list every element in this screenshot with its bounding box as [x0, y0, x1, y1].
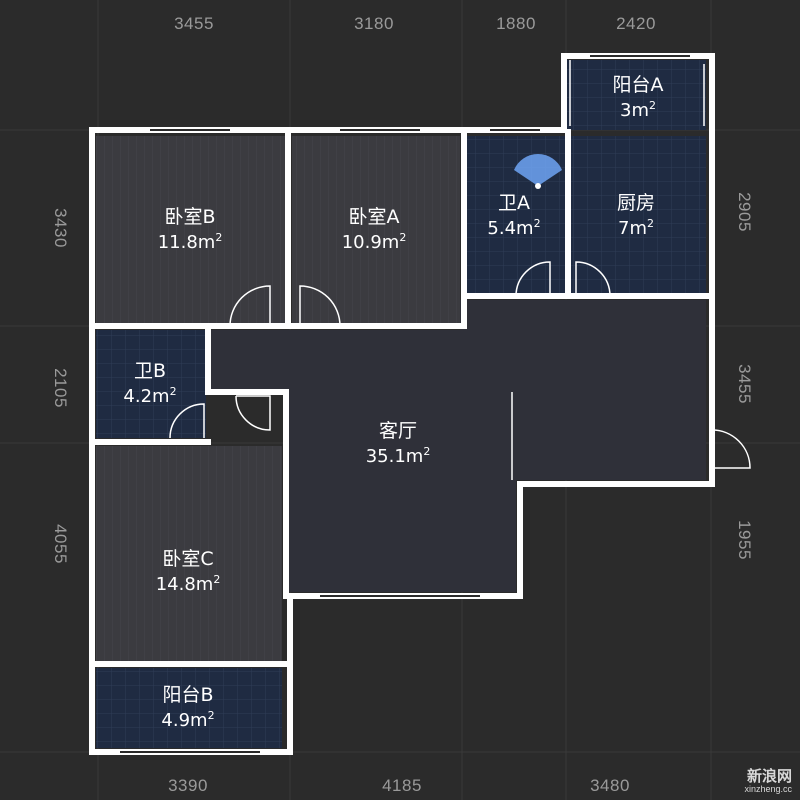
room-name: 卧室C	[162, 548, 214, 571]
area-unit-sup: 2	[207, 708, 215, 722]
room-name: 卧室A	[348, 206, 400, 229]
compass-icon	[514, 154, 562, 189]
door-icon	[575, 261, 611, 297]
room-name: 阳台B	[162, 684, 214, 707]
area-unit-sup: 2	[169, 384, 177, 398]
dim-right-2: 3455	[735, 364, 754, 404]
room-living: 客厅 35.1m2	[366, 419, 431, 469]
room-area: 5.4m	[487, 217, 534, 239]
dim-top-4: 2420	[616, 14, 656, 33]
floor-bedroom-b	[96, 136, 286, 326]
room-bedroom-c: 卧室C 14.8m2	[156, 547, 221, 597]
room-area: 35.1m	[365, 445, 424, 467]
dim-bottom-1: 3390	[168, 776, 208, 795]
floor-bath-b	[96, 330, 206, 438]
room-bath-a: 卫A 5.4m2	[487, 191, 540, 241]
floor-bedroom-a	[292, 136, 460, 326]
floor-balcony-a	[566, 60, 706, 130]
room-area: 11.8m	[157, 231, 216, 253]
dim-left-1: 3430	[51, 208, 70, 248]
floor-bedroom-c	[96, 446, 282, 664]
dim-left-3: 4055	[51, 524, 70, 564]
door-icon	[169, 403, 205, 439]
room-name: 阳台A	[612, 74, 664, 97]
floor-living	[210, 300, 706, 592]
room-bedroom-b: 卧室B 11.8m2	[158, 205, 223, 255]
room-name: 客厅	[378, 420, 417, 443]
floor-kitchen	[570, 136, 706, 296]
area-unit-sup: 2	[646, 216, 654, 230]
dim-top-2: 3180	[354, 14, 394, 33]
room-kitchen: 厨房 7m2	[617, 191, 655, 241]
door-icon	[235, 395, 271, 431]
dim-top-1: 3455	[174, 14, 214, 33]
dim-left-2: 2105	[51, 368, 70, 408]
door-icon	[711, 429, 751, 469]
room-name: 厨房	[616, 192, 656, 215]
room-name: 卫B	[133, 360, 167, 383]
watermark-site: xinzheng.cc	[744, 784, 792, 794]
floor-balcony-b	[96, 668, 282, 748]
door-icon	[569, 60, 705, 126]
area-unit-sup: 2	[423, 444, 431, 458]
room-bedroom-a: 卧室A 10.9m2	[342, 205, 407, 255]
dim-bottom-2: 4185	[382, 776, 422, 795]
room-name: 卫A	[497, 192, 530, 215]
room-name: 卧室B	[164, 206, 216, 229]
room-area: 4.2m	[123, 385, 170, 407]
area-unit-sup: 2	[649, 98, 656, 112]
door-icon	[229, 285, 271, 327]
door-icon	[515, 261, 551, 297]
floors	[96, 60, 706, 748]
room-area: 4.9m	[161, 709, 208, 731]
room-balcony-a: 阳台A 3m2	[613, 73, 664, 123]
room-balcony-b: 阳台B 4.9m2	[161, 683, 214, 733]
dim-right-1: 2905	[735, 192, 754, 232]
room-area: 3m	[620, 99, 649, 121]
area-unit-sup: 2	[399, 230, 407, 244]
dim-top-3: 1880	[496, 14, 536, 33]
windows	[120, 55, 690, 753]
room-bath-b: 卫B 4.2m2	[123, 359, 176, 409]
area-unit-sup: 2	[533, 216, 541, 230]
room-area: 10.9m	[341, 231, 400, 253]
dim-bottom-3: 3480	[590, 776, 630, 795]
dim-right-3: 1955	[735, 520, 754, 560]
area-unit-sup: 2	[215, 230, 223, 244]
room-area: 14.8m	[155, 573, 214, 595]
watermark-brand: 新浪网	[746, 768, 792, 785]
watermark: 新浪网 xinzheng.cc	[744, 769, 792, 794]
door-icon	[299, 285, 341, 327]
room-area: 7m	[617, 217, 647, 239]
doors	[169, 60, 751, 480]
area-unit-sup: 2	[213, 572, 221, 586]
